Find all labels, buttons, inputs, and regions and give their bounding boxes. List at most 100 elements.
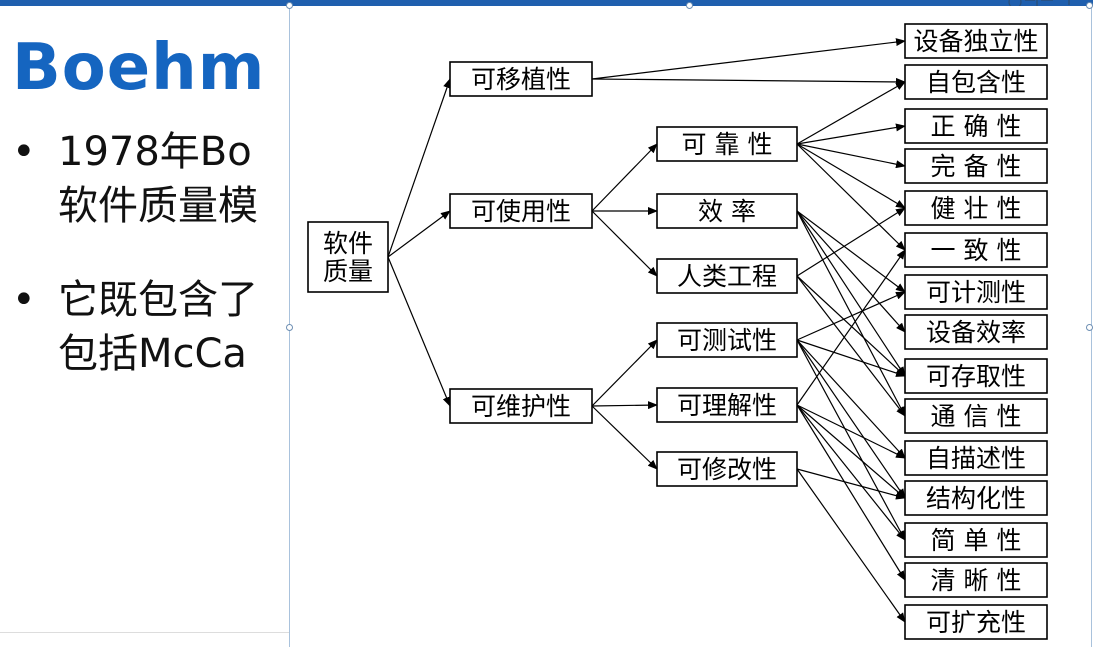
edge-可理解性-to-一致性 [796, 249, 906, 406]
edge-人类工程-to-健壮性 [796, 207, 906, 277]
edge-效率-to-设备效率 [796, 210, 906, 333]
edge-可靠性-to-完备性 [796, 143, 906, 169]
edge-可测试性-to-可计测性 [796, 291, 906, 341]
node-root-software-quality: 软件质量 [307, 221, 389, 293]
edge-效率-to-可计测性 [796, 210, 906, 293]
resize-handle-top-right[interactable] [1086, 2, 1093, 9]
edge-可理解性-to-自描述性 [796, 404, 906, 459]
node-label: 设备效率 [926, 318, 1026, 347]
node-label: 可测试性 [677, 326, 777, 355]
node-level1-可维护性: 可维护性 [449, 388, 593, 424]
edge-可维护性-to-可理解性 [591, 401, 658, 410]
node-label: 可使用性 [471, 197, 571, 226]
node-level2-可靠性: 可 靠 性 [656, 126, 798, 162]
node-label: 清 晰 性 [931, 566, 1022, 595]
node-label: 质量 [323, 257, 373, 286]
bullet-2-line-1: •它既包含了 [12, 274, 258, 326]
slide-top-bar [0, 0, 1093, 6]
node-label: 结构化性 [926, 484, 1026, 513]
bullet-1-line-1: •1978年Bo [12, 126, 252, 178]
node-label: 效 率 [698, 197, 756, 226]
node-label: 正 确 性 [931, 112, 1022, 141]
node-label: 健 壮 性 [931, 194, 1022, 223]
edge-可移植性-to-自包含性 [591, 77, 906, 86]
node-leaf-自包含性: 自包含性 [904, 64, 1048, 100]
slide-title: Boehm [12, 31, 266, 105]
node-level2-可理解性: 可理解性 [656, 387, 798, 423]
node-leaf-正确性: 正 确 性 [904, 108, 1048, 144]
node-leaf-设备独立性: 设备独立性 [904, 23, 1048, 59]
node-label: 自包含性 [926, 68, 1026, 97]
node-leaf-自描述性: 自描述性 [904, 440, 1048, 476]
node-label: 可移植性 [471, 65, 571, 94]
node-leaf-结构化性: 结构化性 [904, 480, 1048, 516]
node-leaf-可计测性: 可计测性 [904, 274, 1048, 310]
edge-root-to-可维护性 [387, 256, 451, 407]
node-label: 完 备 性 [931, 152, 1022, 181]
edge-可移植性-to-设备独立性 [591, 38, 906, 80]
node-label: 一 致 性 [931, 236, 1022, 265]
bullet-2-line-2: 包括McCa [58, 331, 247, 377]
node-leaf-清晰性: 清 晰 性 [904, 562, 1048, 598]
node-label: 通 信 性 [931, 402, 1022, 431]
bullet-dot: • [12, 277, 36, 323]
edge-可维护性-to-可测试性 [591, 339, 658, 407]
node-leaf-一致性: 一 致 性 [904, 232, 1048, 268]
node-label: 可扩充性 [926, 608, 1026, 637]
edge-可使用性-to-可靠性 [591, 143, 658, 212]
node-label: 可计测性 [926, 278, 1026, 307]
node-label: 可维护性 [471, 392, 571, 421]
edge-可测试性-to-自描述性 [796, 339, 906, 459]
node-level2-可测试性: 可测试性 [656, 322, 798, 358]
node-leaf-通信性: 通 信 性 [904, 398, 1048, 434]
edge-可修改性-to-结构化性 [796, 468, 906, 500]
edge-可理解性-to-结构化性 [796, 404, 906, 499]
node-leaf-可扩充性: 可扩充性 [904, 604, 1048, 640]
edge-可测试性-to-简单性 [796, 339, 906, 541]
resize-handle-mid-left[interactable] [286, 324, 293, 331]
edge-人类工程-to-可存取性 [796, 275, 906, 377]
edge-root-to-可移植性 [387, 78, 451, 258]
node-leaf-可存取性: 可存取性 [904, 358, 1048, 394]
bullet-dot: • [12, 129, 36, 175]
node-level1-可移植性: 可移植性 [449, 61, 593, 97]
resize-handle-top-mid[interactable] [686, 2, 693, 9]
edge-可测试性-to-可存取性 [796, 339, 906, 377]
node-level1-可使用性: 可使用性 [449, 193, 593, 229]
edge-可理解性-to-清晰性 [796, 404, 906, 581]
node-label: 人类工程 [677, 262, 777, 291]
node-level2-效率: 效 率 [656, 193, 798, 229]
edge-人类工程-to-通信性 [796, 275, 906, 417]
node-leaf-完备性: 完 备 性 [904, 148, 1048, 184]
node-level2-可修改性: 可修改性 [656, 451, 798, 487]
node-label: 可理解性 [677, 391, 777, 420]
edge-可靠性-to-健壮性 [796, 143, 906, 209]
edge-可使用性-to-人类工程 [591, 210, 658, 277]
node-label: 自描述性 [926, 444, 1026, 473]
edge-可靠性-to-正确性 [796, 123, 906, 145]
edge-可修改性-to-可扩充性 [796, 468, 906, 623]
node-leaf-设备效率: 设备效率 [904, 314, 1048, 350]
bullet-1-line-2: 软件质量模 [58, 183, 258, 229]
node-label: 简 单 性 [931, 526, 1022, 555]
edge-可维护性-to-可修改性 [591, 405, 658, 470]
node-label: 可修改性 [677, 455, 777, 484]
node-level2-人类工程: 人类工程 [656, 258, 798, 294]
edge-root-to-可使用性 [387, 210, 451, 258]
resize-handle-top-left[interactable] [286, 2, 293, 9]
node-label: 可 靠 性 [682, 130, 773, 159]
edge-可靠性-to-一致性 [796, 143, 906, 251]
edge-可理解性-to-简单性 [796, 404, 906, 541]
node-label: 设备独立性 [913, 27, 1038, 56]
resize-handle-mid-right[interactable] [1086, 324, 1093, 331]
node-leaf-简单性: 简 单 性 [904, 522, 1048, 558]
quality-model-figure[interactable]: 软件质量 可移植性可使用性可维护性 可 靠 性效 率人类工程可测试性可理解性可修改性… [286, 2, 1093, 647]
edge-可测试性-to-结构化性 [796, 339, 906, 499]
node-label: 软件 [323, 229, 373, 258]
node-leaf-健壮性: 健 壮 性 [904, 190, 1048, 226]
footer-divider [0, 632, 300, 633]
edge-效率-to-通信性 [796, 210, 906, 417]
node-label: 可存取性 [926, 362, 1026, 391]
edge-效率-to-可存取性 [796, 210, 906, 377]
